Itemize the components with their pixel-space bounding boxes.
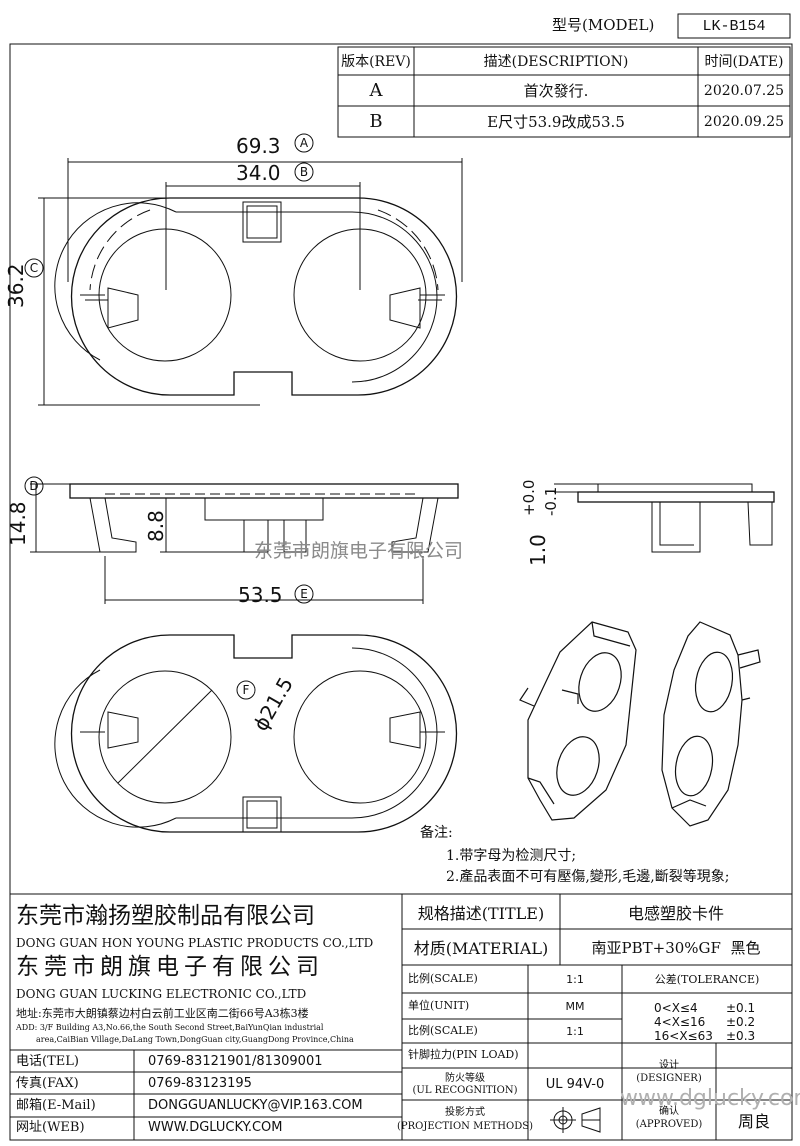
tag-b-circle xyxy=(294,162,314,182)
top-view xyxy=(38,158,463,406)
iso-view-left xyxy=(519,621,637,821)
dim-tol-plus: +0.0 xyxy=(520,479,538,516)
email-value[interactable]: DONGGUANLUCKY@VIP.163.COM xyxy=(148,1098,363,1113)
tolerance-label: 公差(TOLERANCE) xyxy=(654,973,760,986)
designer-label-en: (DESIGNER) xyxy=(636,1072,702,1084)
tag-d-circle xyxy=(24,476,44,496)
side-view xyxy=(554,483,775,553)
title-block-lines xyxy=(10,893,792,1140)
fire-label-en: (UL RECOGNITION) xyxy=(412,1084,518,1096)
pin-load-label: 针脚拉力(PIN LOAD) xyxy=(408,1048,519,1061)
tol-value-1: ±0.1 xyxy=(726,1001,756,1015)
fire-value: UL 94V-0 xyxy=(545,1076,605,1092)
dim-tol: 1.0 xyxy=(526,534,550,566)
date-header: 时间(DATE) xyxy=(704,54,784,70)
fax-label: 传真(FAX) xyxy=(16,1076,79,1091)
tol-range-3: 16<X≤63 xyxy=(654,1029,713,1043)
rev-a: A xyxy=(369,80,383,101)
address-cn: 地址:东莞市大朗镇蔡边村白云前工业区南二街66号A3栋3楼 xyxy=(16,1007,309,1020)
scale-label: 比例(SCALE) xyxy=(408,972,478,985)
company1-en: DONG GUAN HON YOUNG PLASTIC PRODUCTS CO.… xyxy=(16,936,374,950)
model-value: LK-B154 xyxy=(702,17,766,35)
bottom-view xyxy=(54,634,458,833)
tol-value-3: ±0.3 xyxy=(726,1029,756,1043)
tag-a: A xyxy=(299,136,309,150)
model-box xyxy=(677,13,791,39)
desc-header: 描述(DESCRIPTION) xyxy=(483,54,629,70)
dim-b: 34.0 xyxy=(236,161,281,185)
watermark-footer: www.dglucky.com xyxy=(620,1086,800,1111)
tag-d: D xyxy=(29,479,39,493)
tol-value-2: ±0.2 xyxy=(726,1015,756,1029)
iso-view-right xyxy=(661,621,761,827)
email-label: 邮箱(E-Mail) xyxy=(16,1098,96,1113)
title-label: 规格描述(TITLE) xyxy=(417,903,545,923)
tag-c-circle xyxy=(24,258,44,278)
company2-cn: 东莞市朗旗电子有限公司 xyxy=(16,954,324,980)
scale2-value: 1:1 xyxy=(566,1024,584,1038)
dim-tol-minus: -0.1 xyxy=(542,486,560,516)
dim-d: 14.8 xyxy=(6,501,30,546)
tag-c: C xyxy=(29,261,39,275)
company2-en: DONG GUAN LUCKING ELECTRONIC CO.,LTD xyxy=(16,987,307,1001)
unit-value: MM xyxy=(565,999,585,1013)
dim-c: 36.2 xyxy=(4,263,28,308)
unit-label: 单位(UNIT) xyxy=(408,999,470,1012)
fire-label-cn: 防火等级 xyxy=(445,1072,485,1084)
tel-label: 电话(TEL) xyxy=(16,1054,79,1069)
tel-value: 0769-83121901/81309001 xyxy=(148,1054,323,1069)
approved-value: 周良 xyxy=(737,1112,770,1131)
scale-value: 1:1 xyxy=(566,972,584,986)
notes-title: 备注: xyxy=(420,825,453,841)
title-value: 电感塑胶卡件 xyxy=(627,903,724,923)
approved-label-cn: 确认 xyxy=(659,1105,679,1117)
scale2-label: 比例(SCALE) xyxy=(408,1024,478,1037)
sheet-border xyxy=(9,43,793,1141)
designer-label-cn: 设计 xyxy=(659,1059,679,1071)
fax-value: 0769-83123195 xyxy=(148,1076,252,1091)
material-value: 南亚PBT+30%GF 黑色 xyxy=(591,938,761,957)
tol-range-2: 4<X≤16 xyxy=(654,1015,706,1029)
front-view xyxy=(30,483,459,604)
note-1: 1.带字母为检测尺寸; xyxy=(446,848,577,864)
tag-e-circle xyxy=(294,584,314,604)
address-en-1: ADD: 3/F Building A3,No.66,the South Sec… xyxy=(16,1023,324,1032)
dim-a: 69.3 xyxy=(236,134,281,158)
tol-range-1: 0<X≤4 xyxy=(654,1001,698,1015)
projection-symbol xyxy=(550,1107,601,1133)
address-en-2: area,CaiBian Village,DaLang Town,DongGua… xyxy=(36,1035,354,1044)
proj-label-en: (PROJECTION METHODS) xyxy=(397,1120,533,1132)
desc-a: 首次發行. xyxy=(523,82,589,100)
tag-f-circle xyxy=(236,680,256,700)
desc-b: E尺寸53.9改成53.5 xyxy=(487,113,625,131)
web-value[interactable]: WWW.DGLUCKY.COM xyxy=(148,1120,283,1135)
material-label: 材质(MATERIAL) xyxy=(413,939,549,958)
date-a: 2020.07.25 xyxy=(703,82,785,99)
dim-e: 53.5 xyxy=(238,583,283,607)
rev-header: 版本(REV) xyxy=(341,54,411,70)
tag-f: F xyxy=(242,683,250,697)
web-label: 网址(WEB) xyxy=(16,1120,85,1135)
dim-h: 8.8 xyxy=(144,510,168,542)
rev-b: B xyxy=(369,111,383,132)
model-label: 型号(MODEL) xyxy=(552,16,655,34)
date-b: 2020.09.25 xyxy=(703,113,785,130)
tag-e: E xyxy=(300,587,308,601)
approved-label-en: (APPROVED) xyxy=(635,1118,703,1130)
watermark-center: 东莞市朗旗电子有限公司 xyxy=(254,540,464,562)
revision-table-lines xyxy=(337,46,791,138)
note-2: 2.產品表面不可有壓傷,變形,毛邊,斷裂等現象; xyxy=(446,869,730,885)
tag-a-circle xyxy=(294,133,314,153)
company1-cn: 东莞市瀚扬塑胶制品有限公司 xyxy=(16,903,315,929)
tag-b: B xyxy=(299,165,309,179)
proj-label-cn: 投影方式 xyxy=(445,1106,485,1118)
